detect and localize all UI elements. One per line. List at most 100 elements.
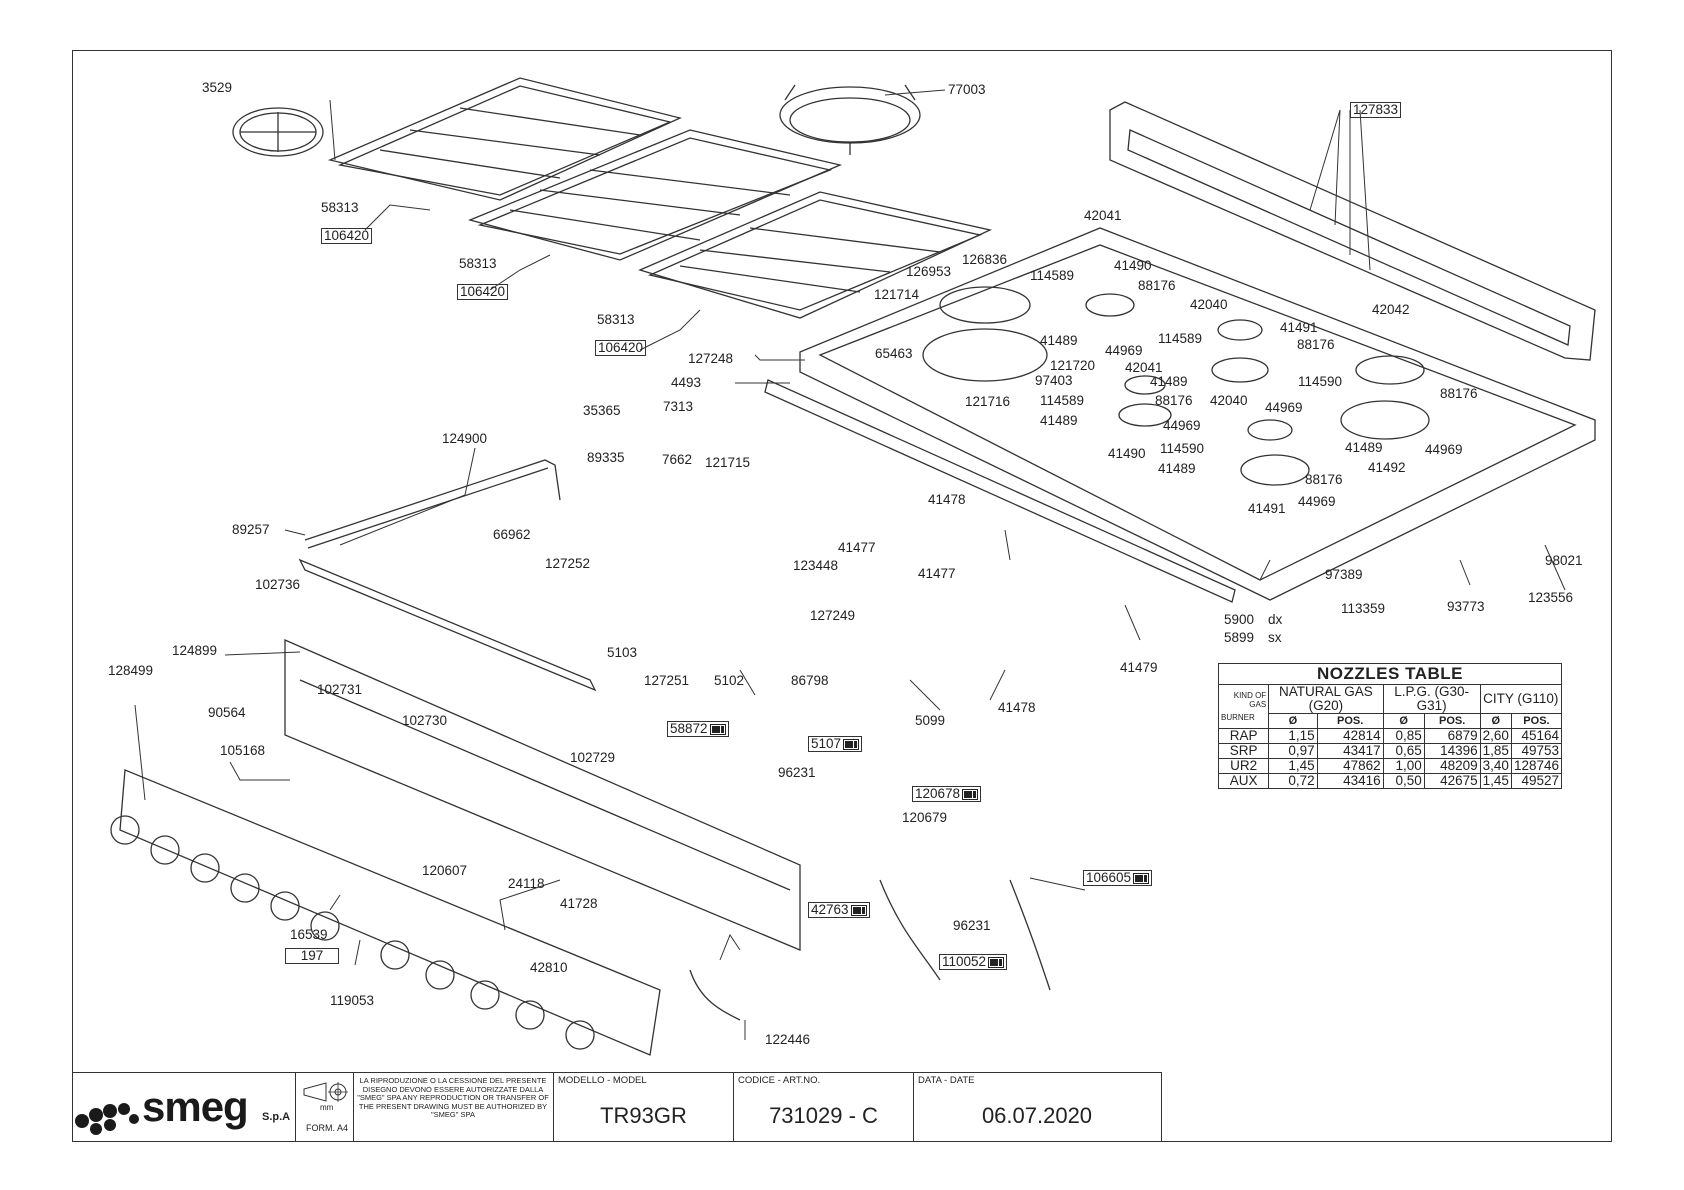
part-label: 4493 xyxy=(671,375,702,390)
part-label: 123556 xyxy=(1528,590,1574,605)
table-cell: 0,85 xyxy=(1382,728,1425,744)
part-label: 121720 xyxy=(1050,358,1096,373)
table-cell: 1,45 xyxy=(1268,758,1318,774)
part-label: 114590 xyxy=(1298,374,1343,389)
spare-part-icon xyxy=(850,904,867,916)
part-label: 127252 xyxy=(545,556,591,571)
table-cell: 2,60 xyxy=(1479,728,1512,744)
part-label: 88176 xyxy=(1305,472,1343,487)
part-label: 42041 xyxy=(1125,360,1163,375)
part-number: 5107 xyxy=(811,736,842,751)
smeg-logo-dots-icon xyxy=(75,1103,139,1135)
part-label-boxed: 106605 xyxy=(1083,870,1153,886)
part-number: 120678 xyxy=(915,786,961,801)
part-label: 7313 xyxy=(663,399,694,414)
part-label-boxed: 120678 xyxy=(912,786,982,802)
model-caption: MODELLO - MODEL xyxy=(558,1075,647,1086)
part-label: 123448 xyxy=(793,558,839,573)
part-label: 126836 xyxy=(962,252,1008,267)
gas-pipe-part xyxy=(304,459,561,549)
part-label: 97403 xyxy=(1035,373,1073,388)
part-label: 41478 xyxy=(928,492,966,507)
table-cell: 0,50 xyxy=(1382,773,1425,789)
model-value: TR93GR xyxy=(600,1103,687,1128)
nozzles-table-title: NOZZLES TABLE xyxy=(1218,663,1562,685)
table-cell: 1,45 xyxy=(1479,773,1512,789)
part-label: 41489 xyxy=(1158,461,1196,476)
part-label: 121715 xyxy=(705,455,751,470)
table-cell: 6879 xyxy=(1423,728,1481,744)
part-label: 97389 xyxy=(1325,567,1363,582)
part-label: 127248 xyxy=(688,351,734,366)
burner-cell: UR2 xyxy=(1217,758,1270,774)
drawing-sheet-frame xyxy=(72,50,1612,1142)
part-label: 42040 xyxy=(1210,393,1248,408)
table-cell: 49753 xyxy=(1510,743,1563,759)
part-label: 119053 xyxy=(330,993,375,1008)
projection-symbol-icon xyxy=(303,1082,348,1102)
part-label-boxed: 106420 xyxy=(595,340,647,356)
table-cell: 48209 xyxy=(1423,758,1481,774)
date-value: 06.07.2020 xyxy=(981,1103,1093,1128)
part-label: 127251 xyxy=(644,673,690,688)
part-label: 114589 xyxy=(1030,268,1075,283)
table-cell: 14396 xyxy=(1423,743,1481,759)
table-row: AUX 0,72 43416 0,50 42675 1,45 49527 xyxy=(1217,773,1563,789)
pan-support-grids xyxy=(327,77,993,319)
part-label: 90564 xyxy=(208,705,246,720)
form-label: FORM. A4 xyxy=(305,1123,348,1133)
leader-lines xyxy=(134,89,1566,1040)
table-cell: 42675 xyxy=(1423,773,1481,789)
part-label: 3529 xyxy=(202,80,233,95)
part-label: 89257 xyxy=(232,522,270,537)
code-cell: CODICE - ART.NO. 731029 - C xyxy=(734,1073,914,1141)
table-cell: 1,15 xyxy=(1268,728,1318,744)
control-panel-part xyxy=(119,639,801,1056)
table-cell: 1,00 xyxy=(1382,758,1425,774)
part-label: 120607 xyxy=(422,863,468,878)
table-cell: 43417 xyxy=(1316,743,1384,759)
part-label: 65463 xyxy=(875,346,913,361)
table-row: UR2 1,45 47862 1,00 48209 3,40 128746 xyxy=(1217,758,1563,774)
part-label: 102729 xyxy=(570,750,616,765)
kind-of-gas-label: KIND OF GAS xyxy=(1233,691,1267,709)
title-block: smeg S.p.A mm FORM. A4 LA RIPRODUZIONE O… xyxy=(72,1072,1162,1142)
table-cell: 47862 xyxy=(1316,758,1384,774)
burner-cell: AUX xyxy=(1217,773,1270,789)
table-cell: 128746 xyxy=(1510,758,1563,774)
col-pos: POS. xyxy=(1316,713,1384,729)
col-dia: Ø xyxy=(1382,713,1425,729)
table-cell: 0,97 xyxy=(1268,743,1318,759)
part-label: 58313 xyxy=(321,200,359,215)
part-label: 44969 xyxy=(1105,343,1143,358)
part-label: 41478 xyxy=(998,700,1036,715)
part-label-boxed: 127833 xyxy=(1350,102,1402,118)
model-cell: MODELLO - MODEL TR93GR xyxy=(554,1073,734,1141)
part-label: 88176 xyxy=(1297,337,1335,352)
part-label: 41490 xyxy=(1108,446,1146,461)
part-label: 127249 xyxy=(810,608,856,623)
code-value: 731029 - C xyxy=(769,1103,878,1128)
logo-cell: smeg S.p.A xyxy=(72,1073,296,1141)
part-label-boxed: 106420 xyxy=(321,228,373,244)
part-label: 114589 xyxy=(1040,393,1085,408)
wok-ring-part xyxy=(779,84,921,155)
part-label: 5899 xyxy=(1224,630,1255,645)
part-label: 114589 xyxy=(1158,331,1203,346)
control-knobs xyxy=(110,815,595,1050)
part-label: 58313 xyxy=(459,256,497,271)
part-label: 41492 xyxy=(1368,460,1406,475)
part-label: 126953 xyxy=(906,264,952,279)
manifold-part xyxy=(298,558,597,692)
hob-top-part xyxy=(799,227,1596,601)
part-label-boxed: 106420 xyxy=(457,284,509,300)
part-label: 124899 xyxy=(172,643,218,658)
brand-suffix: S.p.A xyxy=(262,1111,291,1123)
part-label: 96231 xyxy=(778,765,816,780)
table-cell: 45164 xyxy=(1510,728,1563,744)
part-label: 88176 xyxy=(1155,393,1193,408)
part-label: 16539 xyxy=(290,927,328,942)
copyright-notice: LA RIPRODUZIONE O LA CESSIONE DEL PRESEN… xyxy=(357,1076,549,1119)
part-label: sx xyxy=(1268,630,1282,645)
gas-city-header: CITY (G110) xyxy=(1479,684,1563,714)
